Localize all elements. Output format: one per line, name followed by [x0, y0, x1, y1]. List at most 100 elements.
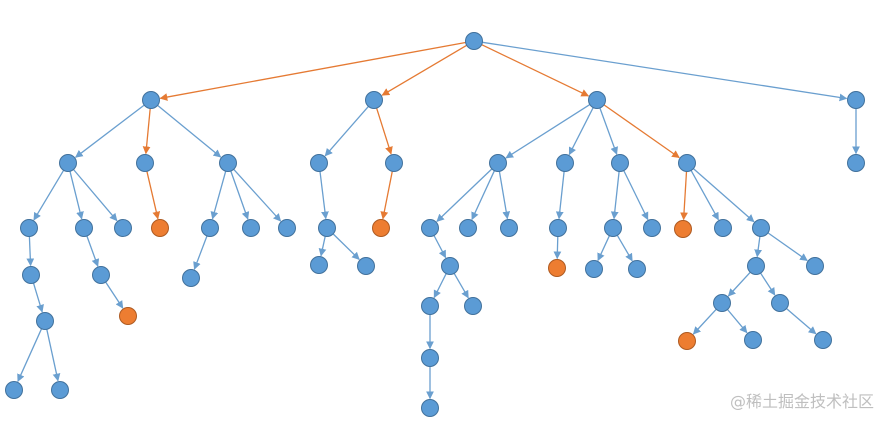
- edge-a1b1-a1b1a: [105, 281, 124, 309]
- highlight-edge-a-a2: [142, 108, 151, 155]
- tree-node-a1a1a2: [51, 381, 69, 399]
- tree-node-b1a: [318, 219, 336, 237]
- highlight-edge-root-b: [381, 44, 468, 96]
- edge-a-a3: [157, 104, 222, 158]
- tree-node-a1b: [75, 219, 93, 237]
- edge-c-c1: [505, 104, 591, 159]
- tree-node-d: [847, 91, 865, 109]
- edge-c3a-c3a2: [616, 234, 633, 262]
- edge-c4c1-c4c1b: [760, 272, 776, 296]
- tree-node-c3a2: [628, 260, 646, 278]
- edge-c3-c3b: [623, 170, 649, 221]
- tree-node-a1a1a1: [5, 381, 23, 399]
- edge-a3-a3b: [230, 170, 250, 220]
- tree-node-c1: [489, 154, 507, 172]
- target-node-b2a: [372, 219, 390, 237]
- highlight-edge-c-c4: [603, 104, 680, 159]
- tree-node-c1b: [459, 219, 477, 237]
- tree-node-c: [588, 91, 606, 109]
- tree-node-c1a1a: [421, 297, 439, 315]
- highlight-edge-b2-b2a: [380, 171, 393, 220]
- edge-a3-a3a: [210, 171, 227, 220]
- tree-node-c2a: [549, 219, 567, 237]
- edge-a1-a1c: [73, 169, 118, 222]
- edge-a1a1-a1a1a: [32, 282, 44, 313]
- highlight-edge-root-a: [159, 41, 466, 101]
- tree-node-c4c2: [806, 257, 824, 275]
- edge-c2a-c2a1: [553, 236, 562, 260]
- tree-node-c3: [611, 154, 629, 172]
- edge-a-a1: [74, 104, 145, 158]
- edge-a1-a1a: [33, 169, 65, 221]
- edges-layer: [17, 41, 860, 400]
- edge-c4-c4b: [690, 170, 719, 221]
- edge-c-c3: [599, 107, 618, 155]
- target-node-c4a: [674, 220, 692, 238]
- edge-b1a-b1a1: [318, 236, 327, 257]
- edge-a1b-a1b1: [86, 235, 100, 267]
- tree-node-root: [465, 32, 483, 50]
- edge-root-d: [482, 41, 848, 102]
- tree-node-c4c1b: [771, 294, 789, 312]
- target-node-c2a1: [548, 259, 566, 277]
- edge-c1-c1b: [471, 170, 495, 221]
- tree-node-a3b: [242, 219, 260, 237]
- tree-node-c2: [556, 154, 574, 172]
- tree-node-c4c1: [747, 257, 765, 275]
- tree-node-a1a1a: [36, 312, 54, 330]
- edge-c4c1-c4c1a: [727, 271, 751, 297]
- target-node-a2a: [151, 219, 169, 237]
- tree-node-c3a1: [585, 260, 603, 278]
- tree-node-a: [142, 91, 160, 109]
- tree-node-c1a1a1: [421, 349, 439, 367]
- tree-node-b: [365, 91, 383, 109]
- tree-node-c4c1b1: [814, 331, 832, 349]
- highlight-edge-a2-a2a: [146, 171, 161, 220]
- watermark: @稀土掘金技术社区: [729, 392, 874, 411]
- tree-node-a3a: [201, 219, 219, 237]
- edge-c4c-c4c1: [754, 236, 762, 258]
- edge-c1a-c1a1: [433, 235, 447, 259]
- edge-c4c-c4c2: [767, 232, 808, 262]
- tree-node-b2: [385, 154, 403, 172]
- tree-node-c4c1a: [713, 294, 731, 312]
- tree-node-a1c: [114, 219, 132, 237]
- edge-b1-b1a: [319, 171, 329, 220]
- edge-a1-a1b: [69, 171, 84, 220]
- edge-c4-c4c: [692, 168, 755, 223]
- edge-c2-c2a: [555, 171, 565, 220]
- tree-node-a1a: [20, 219, 38, 237]
- edge-c-c2: [568, 107, 594, 156]
- tree-node-b1a1: [310, 256, 328, 274]
- tree-node-c3b: [643, 219, 661, 237]
- tree-node-c4c: [752, 219, 770, 237]
- edge-a3a-a3a1: [193, 235, 208, 270]
- edge-c4c1a-c4c1a1: [692, 308, 717, 335]
- tree-node-a1a1: [22, 266, 40, 284]
- tree-node-a3: [219, 154, 237, 172]
- edge-a1a1a-a1a1a1: [17, 328, 43, 383]
- edge-a1a1a-a1a1a2: [46, 329, 61, 382]
- tree-node-c4: [678, 154, 696, 172]
- tree-node-c1a1a1a: [421, 399, 439, 417]
- tree-node-a2: [136, 154, 154, 172]
- tree-node-c4c1a2: [744, 331, 762, 349]
- edge-c3-c3a: [610, 171, 620, 220]
- target-node-c4c1a1: [678, 332, 696, 350]
- edge-c1-c1a: [436, 168, 493, 222]
- edge-b1a-b1a2: [332, 233, 360, 260]
- edge-a1a-a1a1: [26, 236, 35, 267]
- tree-node-d1: [847, 154, 865, 172]
- tree-node-b1: [310, 154, 328, 172]
- edge-c1a1-c1a1b: [453, 273, 469, 299]
- edge-c3a-c3a1: [597, 235, 610, 262]
- tree-node-c4b: [714, 219, 732, 237]
- highlight-edge-b-b2: [375, 107, 393, 155]
- tree-node-c3a: [604, 219, 622, 237]
- highlight-edge-root-c: [481, 44, 590, 97]
- tree-node-c1a1: [441, 257, 459, 275]
- edge-a3-a3c: [233, 168, 282, 222]
- edge-c4c1a-c4c1a2: [727, 309, 748, 334]
- tree-node-a3a1: [182, 269, 200, 287]
